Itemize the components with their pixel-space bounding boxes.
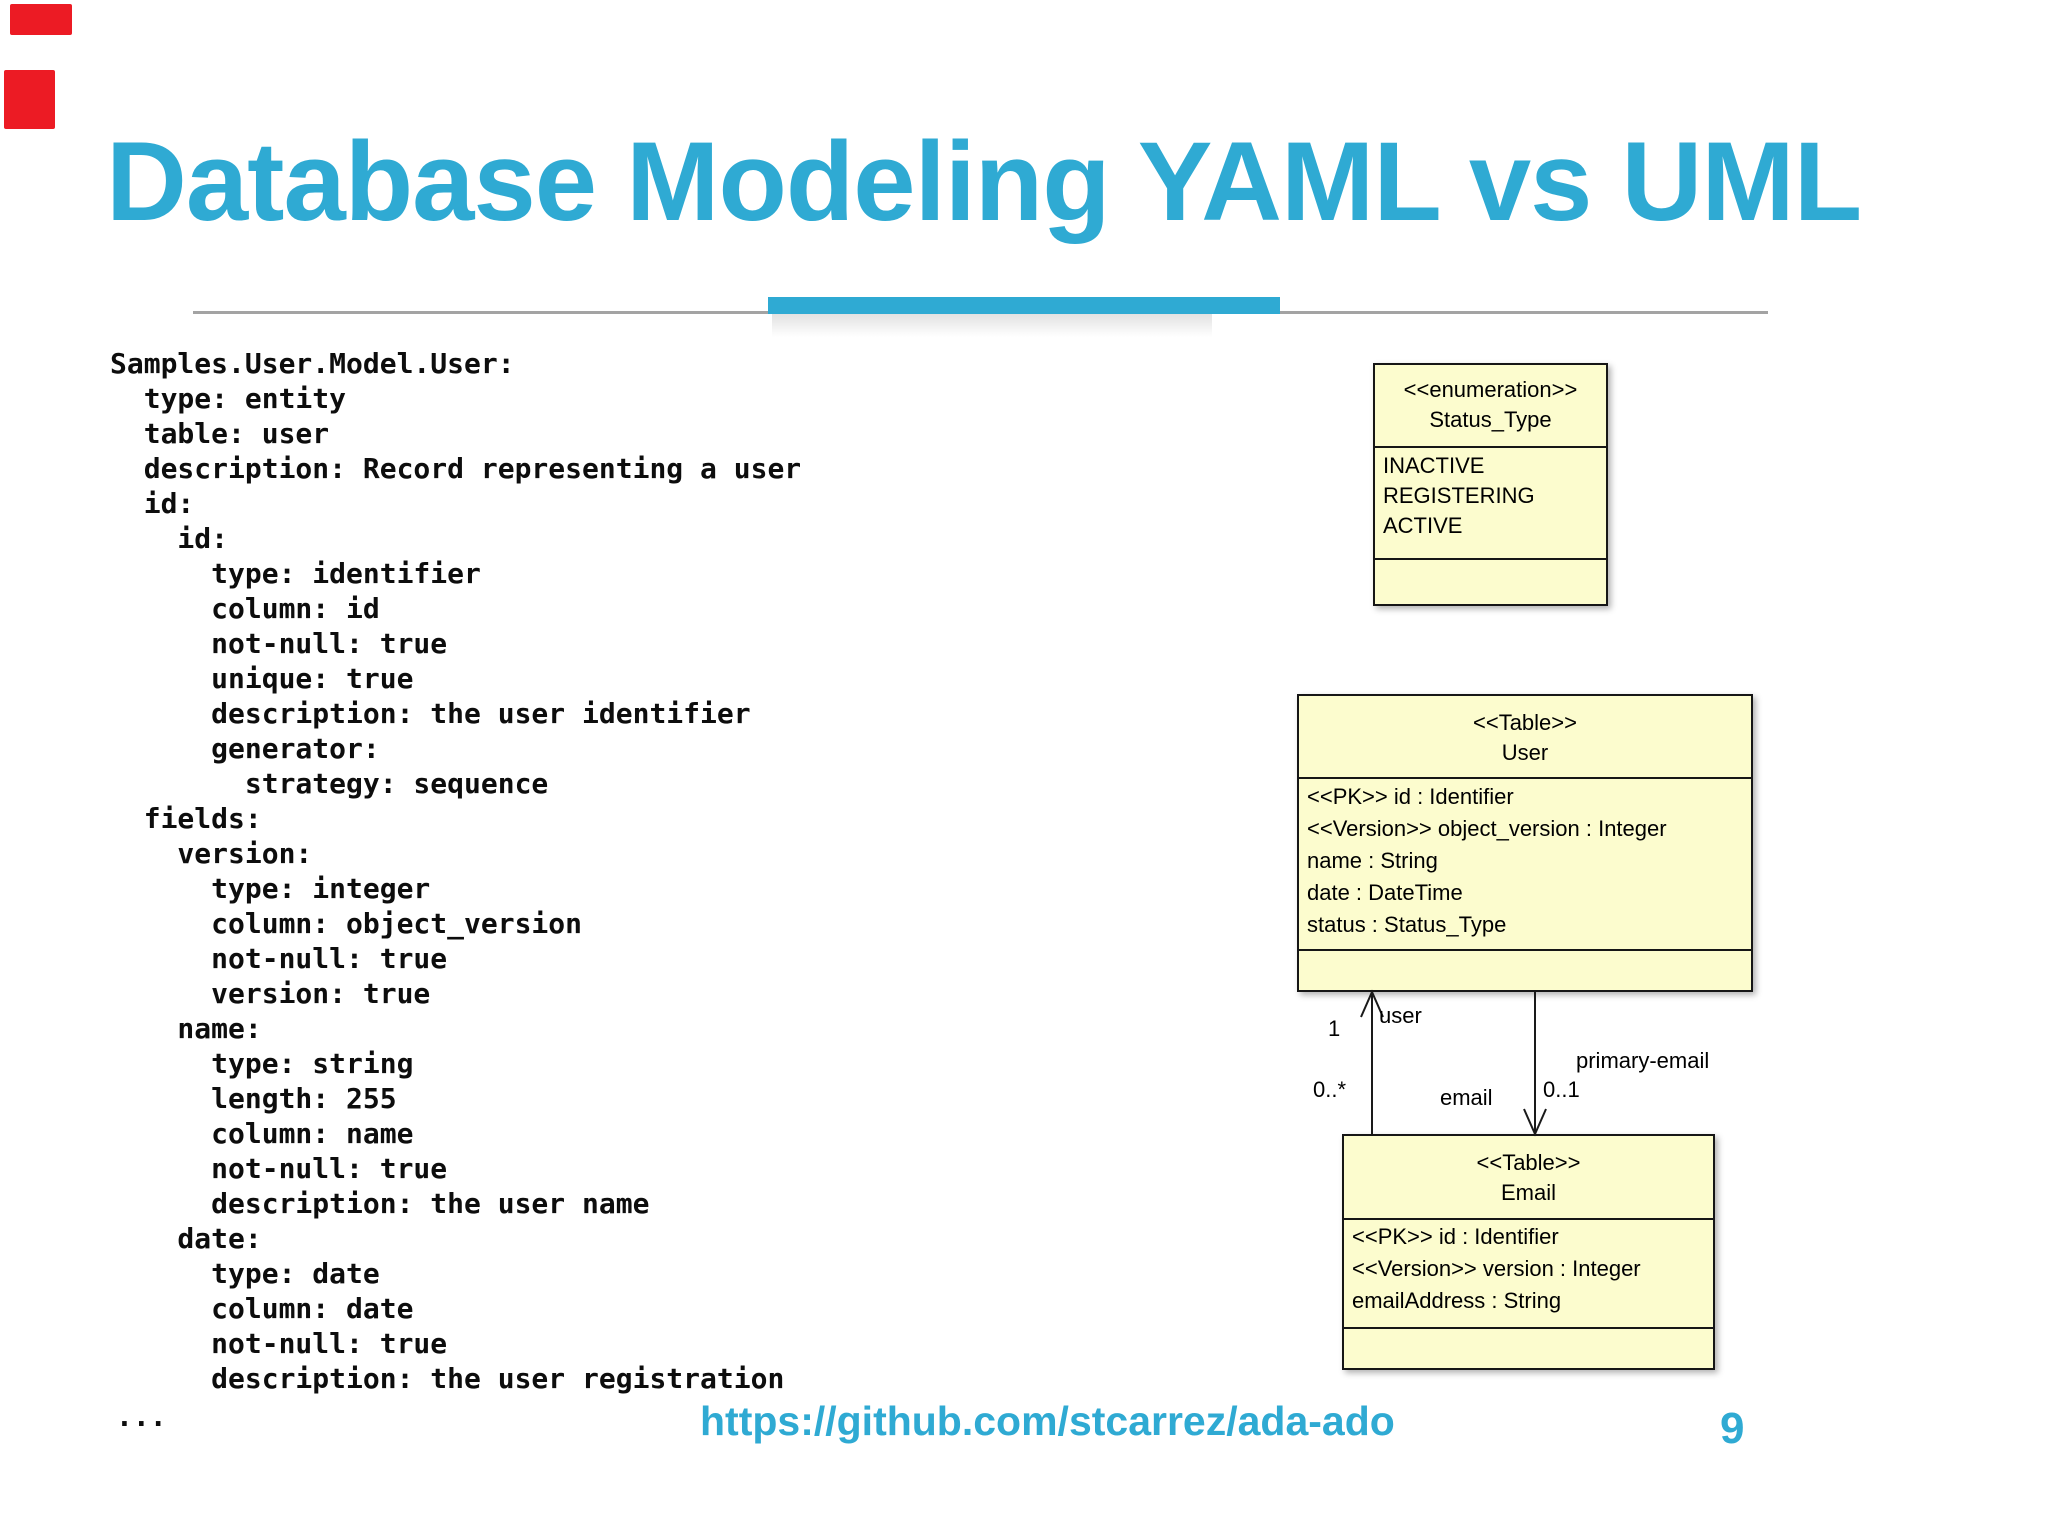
uml-email-name: Email <box>1500 1180 1556 1205</box>
multiplicity-many: 0..* <box>1313 1077 1347 1102</box>
uml-email-header: <<Table>> Email <box>1344 1136 1713 1220</box>
uml-enum-header: <<enumeration>> Status_Type <box>1375 365 1606 448</box>
separator-bar-shadow <box>772 313 1212 337</box>
uml-table-user: <<Table>> User <<PK>> id : Identifier <<… <box>1297 694 1753 992</box>
uml-attribute: <<Version>> version : Integer <box>1352 1256 1641 1281</box>
red-mark-top <box>10 4 72 35</box>
uml-attribute: status : Status_Type <box>1307 912 1507 937</box>
multiplicity-one: 1 <box>1328 1016 1341 1041</box>
red-mark-bottom <box>4 70 55 129</box>
page-title: Database Modeling YAML vs UML <box>106 119 1862 244</box>
association-lines <box>1360 989 1547 1137</box>
role-email: email <box>1440 1085 1493 1110</box>
uml-enum-value: REGISTERING <box>1383 483 1535 508</box>
uml-user-stereotype: <<Table>> <box>1473 710 1577 735</box>
role-user: user <box>1379 1003 1422 1028</box>
uml-attribute: <<PK>> id : Identifier <box>1307 784 1514 809</box>
multiplicity-zero-one: 0..1 <box>1543 1077 1580 1102</box>
uml-user-attributes: <<PK>> id : Identifier <<Version>> objec… <box>1299 779 1751 951</box>
uml-user-name: User <box>1501 740 1549 765</box>
uml-user-header: <<Table>> User <box>1299 696 1751 779</box>
uml-attribute: <<Version>> object_version : Integer <box>1307 816 1667 841</box>
arrowhead-up-icon <box>1360 989 1384 1018</box>
uml-enum-value: INACTIVE <box>1383 453 1485 478</box>
uml-table-email: <<Table>> Email <<PK>> id : Identifier <… <box>1342 1134 1715 1370</box>
uml-attribute: name : String <box>1307 848 1438 873</box>
footer-link[interactable]: https://github.com/stcarrez/ada-ado <box>700 1398 1395 1444</box>
uml-attribute: <<PK>> id : Identifier <box>1352 1224 1559 1249</box>
uml-enum-stereotype: <<enumeration>> <box>1403 377 1578 402</box>
uml-enum-name: Status_Type <box>1429 407 1552 432</box>
arrowhead-down-icon <box>1523 1108 1547 1137</box>
uml-email-attributes: <<PK>> id : Identifier <<Version>> versi… <box>1344 1220 1713 1329</box>
uml-email-stereotype: <<Table>> <box>1476 1150 1581 1175</box>
separator-accent-bar <box>768 297 1280 314</box>
uml-enum-values: INACTIVE REGISTERING ACTIVE <box>1375 448 1606 560</box>
uml-enum-value: ACTIVE <box>1383 513 1463 538</box>
yaml-code-block: Samples.User.Model.User: type: entity ta… <box>110 347 802 1395</box>
uml-enum-status-type: <<enumeration>> Status_Type INACTIVE REG… <box>1373 363 1608 606</box>
uml-attribute: emailAddress : String <box>1352 1288 1562 1313</box>
page-number: 9 <box>1720 1404 1745 1453</box>
yaml-ellipsis: ... <box>116 1400 167 1433</box>
role-primary-email: primary-email <box>1576 1048 1710 1073</box>
uml-attribute: date : DateTime <box>1307 880 1463 905</box>
